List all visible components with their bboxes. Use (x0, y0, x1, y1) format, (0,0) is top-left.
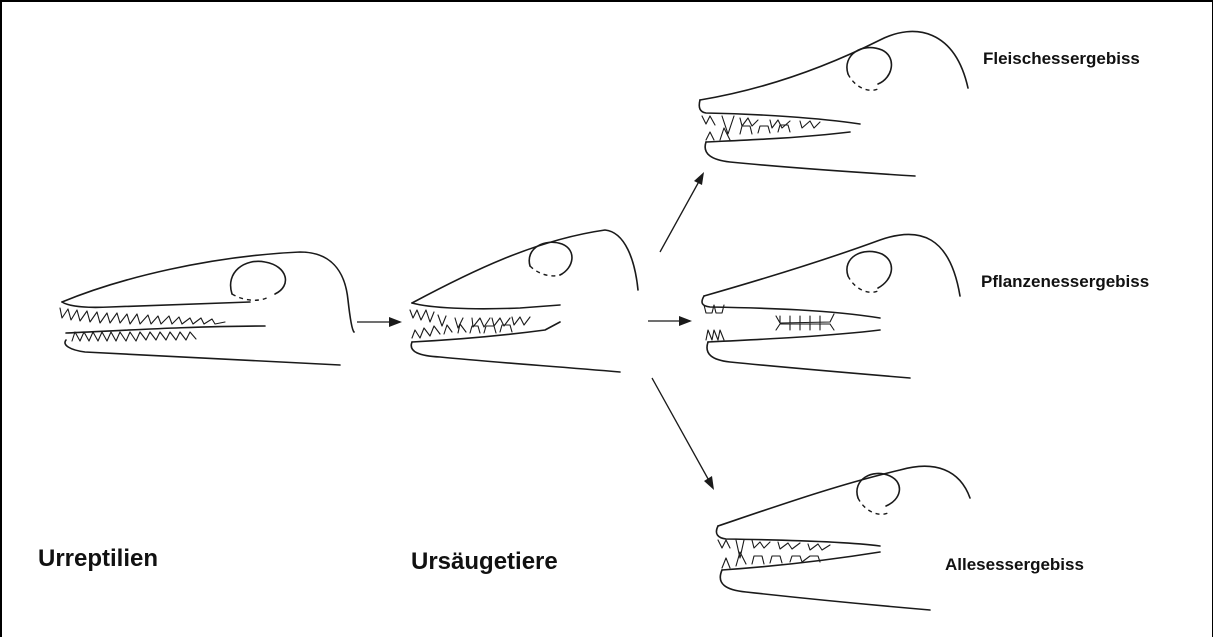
pflanzenesser-skull (702, 234, 960, 378)
label-fleischessergebiss: Fleischessergebiss (983, 49, 1140, 69)
ursaeugetier-skull (410, 230, 638, 372)
urreptil-skull (60, 252, 354, 365)
label-ursaeugetiere: Ursäugetiere (411, 548, 558, 576)
label-urreptilien: Urreptilien (38, 545, 158, 573)
fleischesser-skull (699, 31, 968, 176)
allesesser-skull (716, 466, 970, 610)
label-allesessergebiss: Allesessergebiss (945, 555, 1084, 575)
arrow-to-allesesser (652, 378, 714, 490)
arrow-urreptil-to-ursaeuger (357, 317, 402, 327)
arrow-to-pflanzenesser (648, 316, 692, 326)
arrow-to-fleischesser (660, 172, 704, 252)
label-pflanzenessergebiss: Pflanzenessergebiss (981, 272, 1149, 292)
